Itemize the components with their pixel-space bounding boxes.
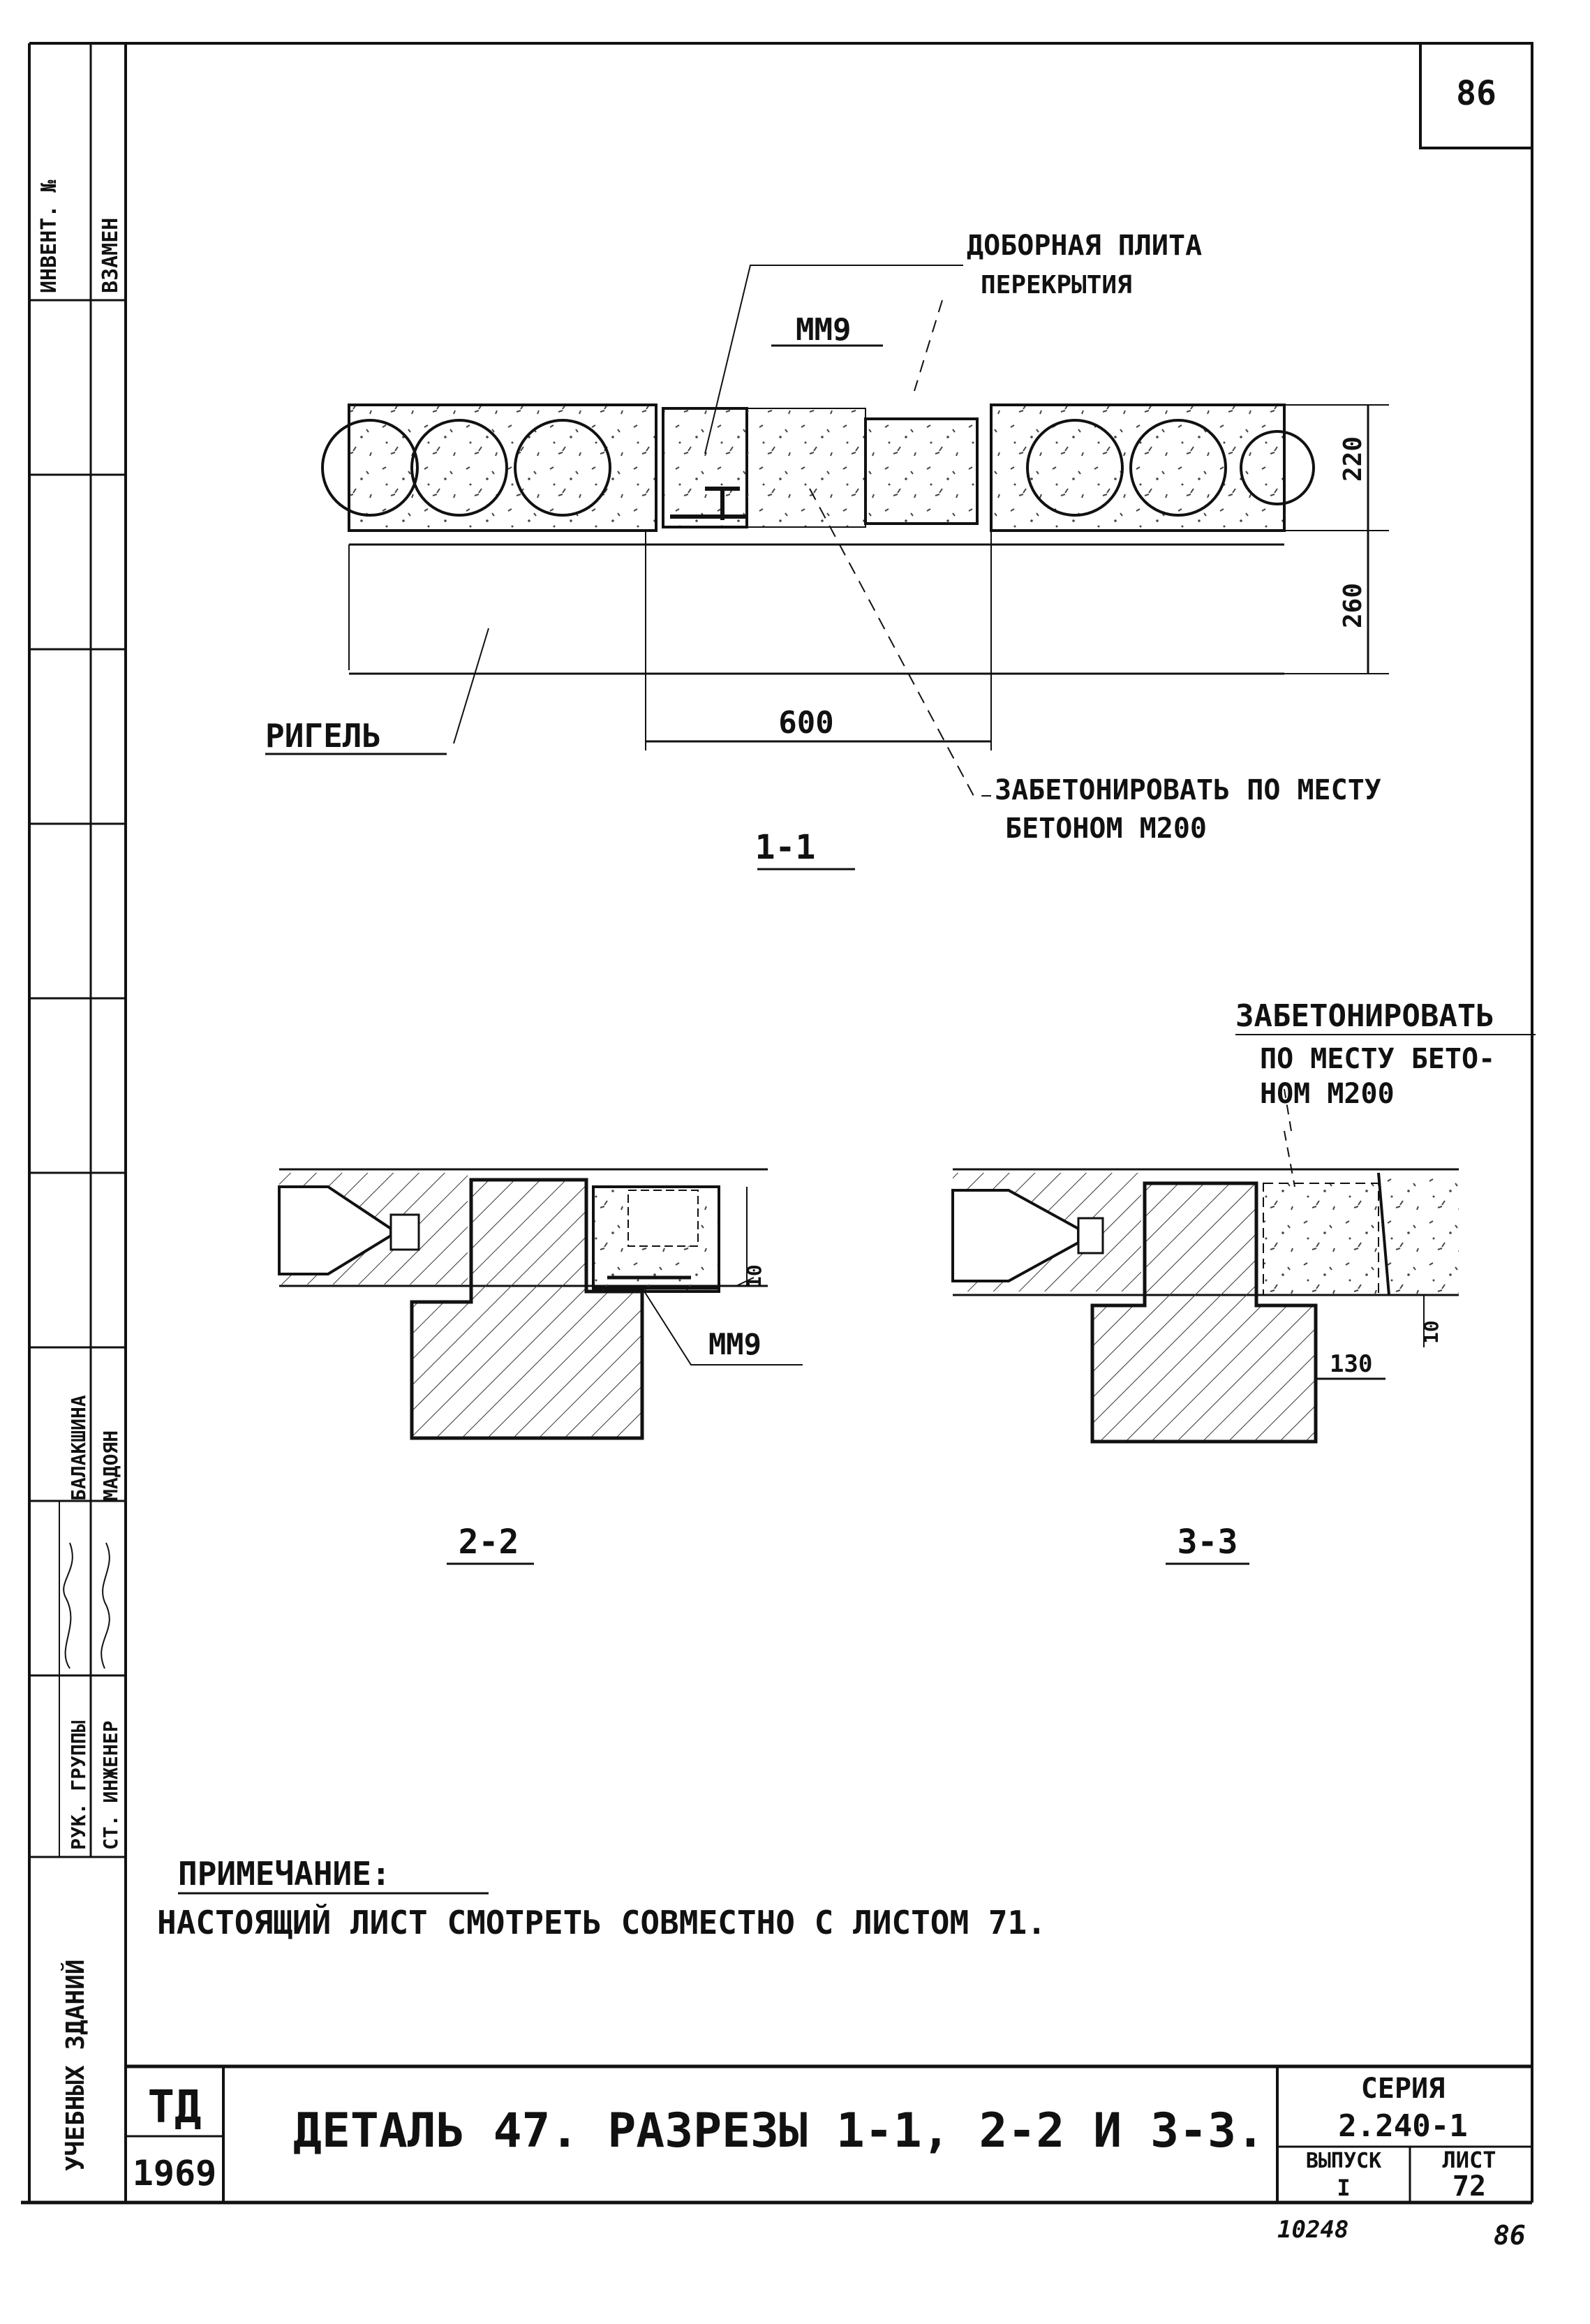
label-beam: РИГЕЛЬ xyxy=(265,717,381,755)
label-concrete-3-2: ПО МЕСТУ БЕТО- xyxy=(1260,1043,1495,1075)
dim-220: 220 xyxy=(1339,436,1367,482)
series-label: СЕРИЯ xyxy=(1361,2073,1445,2105)
label-infill-plate-2: ПЕРЕКРЫТИЯ xyxy=(981,271,1132,299)
label-mm9-2: ММ9 xyxy=(708,1327,761,1361)
stamp-bottom-right: 86 xyxy=(1494,2220,1526,2251)
senior-engineer-label: СТ. ИНЖЕНЕР xyxy=(99,1721,122,1850)
side-strip: ИНВЕНТ. № ВЗАМЕН БАЛАКШИНА МАДОЯН РУК. Г… xyxy=(29,43,126,2171)
hollow-core-slab-right xyxy=(990,404,1286,532)
sheet-label: ЛИСТ xyxy=(1442,2147,1496,2173)
embedded-part-mm9 xyxy=(670,487,747,520)
sheet-frame xyxy=(21,42,1533,2205)
beam-2-2 xyxy=(410,1178,644,1440)
leader-concrete xyxy=(809,488,991,797)
sheet-value: 72 xyxy=(1452,2170,1486,2203)
drawing-title: ДЕТАЛЬ 47. РАЗРЕЗЫ 1-1, 2-2 И 3-3. xyxy=(293,2103,1265,2159)
section-3-3: 130 10 ЗАБЕТОНИРОВАТЬ ПО МЕСТУ БЕТО- НОМ… xyxy=(951,998,1536,1565)
label-concrete-note-1: ЗАБЕТОНИРОВАТЬ ПО МЕСТУ xyxy=(995,774,1381,806)
dim-10-b: 10 xyxy=(1420,1320,1443,1344)
slab-end-block xyxy=(864,417,979,525)
label-concrete-note-2: БЕТОНОМ М200 xyxy=(1005,813,1207,845)
hollow-core-slab-left xyxy=(348,404,657,532)
page-number: 86 xyxy=(1456,74,1496,113)
embedded-part-mm9-2 xyxy=(593,1275,719,1290)
monolithic-concrete xyxy=(746,408,866,528)
dim-260: 260 xyxy=(1339,583,1367,628)
slab-end-3 xyxy=(1379,1173,1459,1295)
dim-10-a: 10 xyxy=(743,1264,766,1288)
in-exchange-label: ВЗАМЕН xyxy=(98,218,123,293)
beam-3-3 xyxy=(1090,1181,1318,1444)
title-block: ТД 1969 ДЕТАЛЬ 47. РАЗРЕЗЫ 1-1, 2-2 И 3-… xyxy=(126,2064,1532,2203)
series-value: 2.240-1 xyxy=(1338,2108,1467,2144)
section-1-1: 600 220 260 ДОБОРНАЯ ПЛИТА ПЕРЕКРЫТИЯ ММ… xyxy=(265,230,1389,871)
signature-1 xyxy=(63,1542,73,1669)
title-code: ТД xyxy=(147,2082,201,2133)
section-title-2-2: 2-2 xyxy=(459,1523,519,1562)
infill-3-3 xyxy=(1263,1183,1379,1296)
course-label: УЧЕБНЫХ ЗДАНИЙ xyxy=(61,1960,90,2171)
issue-value: I xyxy=(1337,2175,1350,2201)
note-text: НАСТОЯЩИЙ ЛИСТ СМОТРЕТЬ СОВМЕСТНО С ЛИСТ… xyxy=(157,1904,1046,1941)
section-title-1-1: 1-1 xyxy=(755,828,816,867)
dim-600: 600 xyxy=(778,705,833,741)
label-concrete-3-1: ЗАБЕТОНИРОВАТЬ xyxy=(1235,998,1494,1034)
section-2-2: 10 ММ9 2-2 xyxy=(278,1168,803,1565)
page-number-box: 86 xyxy=(1419,42,1533,149)
signature-2 xyxy=(101,1542,110,1669)
note-heading: ПРИМЕЧАНИЕ: xyxy=(178,1855,391,1893)
group-head-label: РУК. ГРУППЫ xyxy=(67,1720,90,1850)
group-head-name: БАЛАКШИНА xyxy=(67,1395,90,1501)
label-concrete-3-3: НОМ М200 xyxy=(1260,1078,1395,1110)
title-year: 1969 xyxy=(133,2153,216,2193)
section-title-3-3: 3-3 xyxy=(1177,1523,1238,1562)
inv-no-label: ИНВЕНТ. № xyxy=(37,179,61,293)
senior-engineer-name: МАДОЯН xyxy=(99,1430,122,1501)
leader-concrete-3 xyxy=(1284,1088,1295,1187)
infill-plate xyxy=(662,407,748,528)
issue-label: ВЫПУСК xyxy=(1306,2149,1381,2173)
label-infill-plate-1: ДОБОРНАЯ ПЛИТА xyxy=(967,230,1202,262)
archive-number: 10248 xyxy=(1277,2216,1348,2244)
leader-beam xyxy=(453,628,489,744)
dim-130: 130 xyxy=(1330,1350,1372,1378)
leader-infill-plate xyxy=(704,265,963,454)
note-block: ПРИМЕЧАНИЕ: НАСТОЯЩИЙ ЛИСТ СМОТРЕТЬ СОВМ… xyxy=(157,1855,1046,1941)
label-mm9-1: ММ9 xyxy=(796,312,851,348)
leader-mm9-2 xyxy=(641,1287,803,1365)
